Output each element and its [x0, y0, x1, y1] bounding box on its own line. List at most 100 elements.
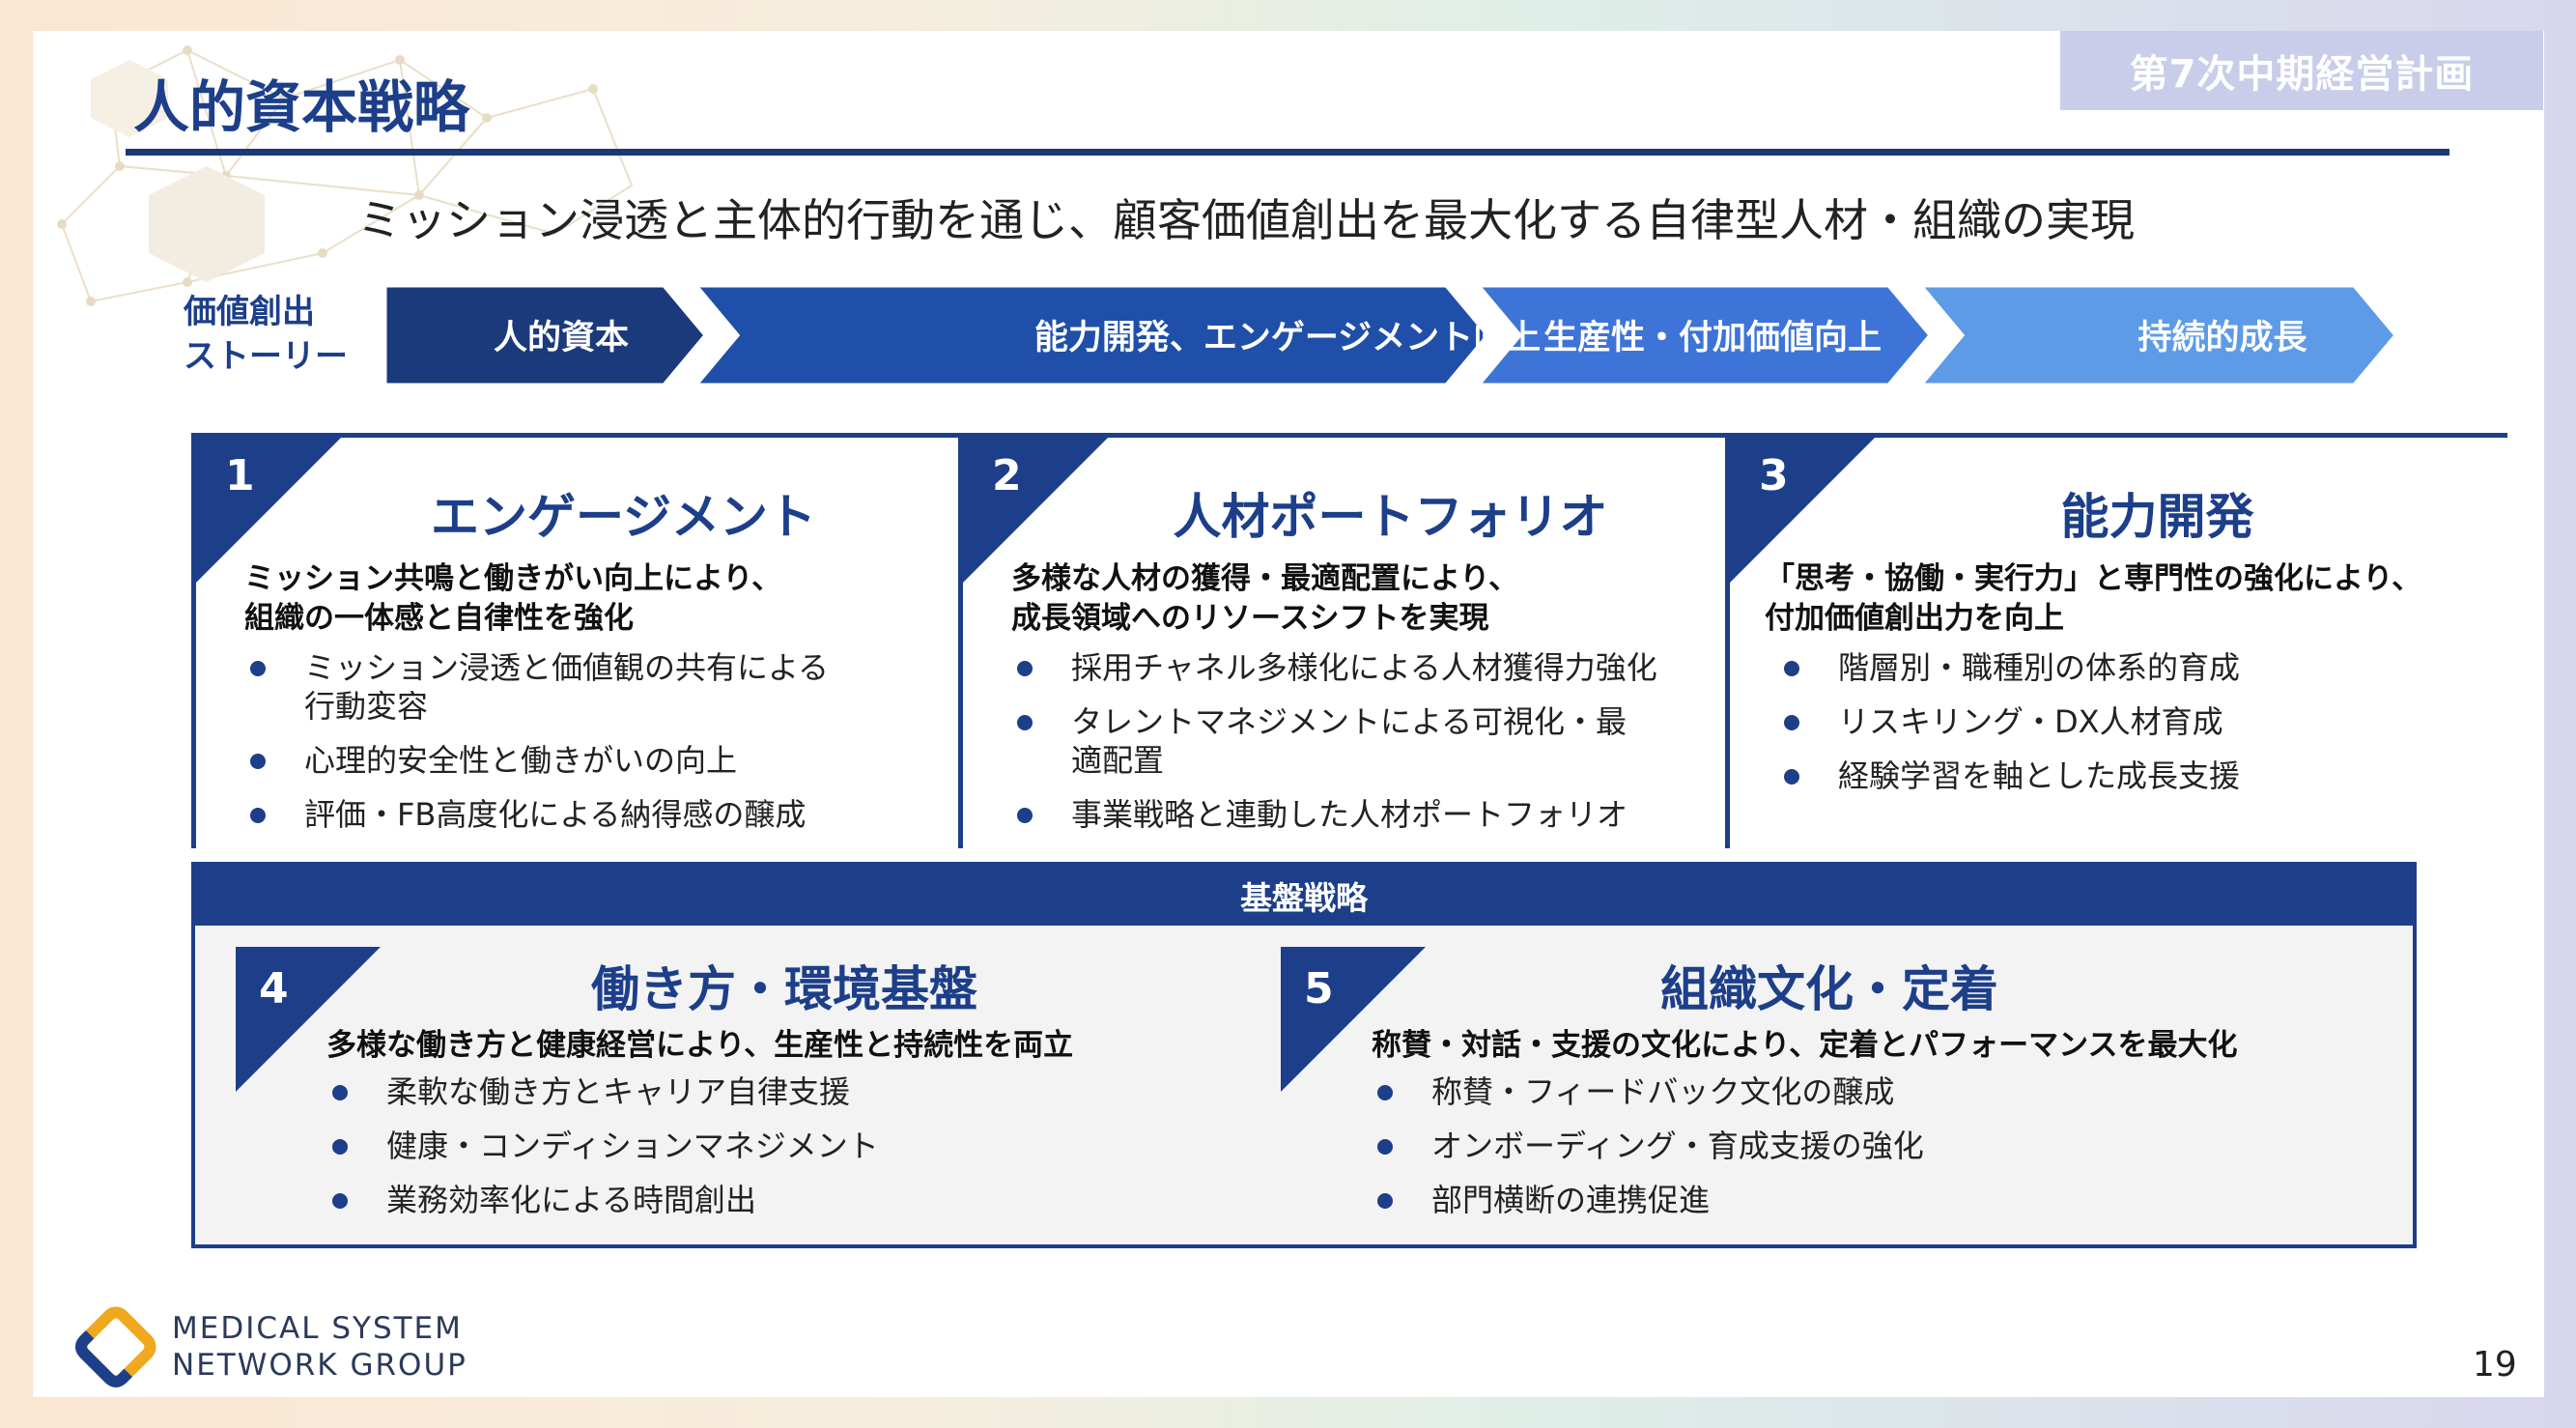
story-label: 価値創出 ストーリー: [184, 290, 348, 379]
card-number: 1: [225, 451, 255, 500]
company-name-line1: MEDICAL SYSTEM: [172, 1311, 463, 1346]
list-item-text: 階層別・職種別の体系的育成: [1838, 649, 2241, 686]
list-item-text: 評価・FB高度化による納得感の醸成: [304, 796, 807, 833]
section-number: 5: [1304, 964, 1334, 1014]
list-item: 経験学習を軸とした成長支援: [1778, 757, 2498, 795]
flow-step-label-3: 生産性・付加価値向上: [1543, 319, 1882, 357]
list-item: 採用チャネル多様化による人材獲得力強化: [1011, 648, 1731, 687]
section-bullet-list: 柔軟な働き方とキャリア自律支援 健康・コンディションマネジメント 業務効率化によ…: [326, 1072, 879, 1235]
bullet-dot-icon: [1017, 661, 1033, 676]
mission-statement: ミッション浸透と主体的行動を通じ、顧客価値創出を最大化する自律型人材・組織の実現: [357, 194, 2135, 246]
list-item-text: タレントマネジメントによる可視化・最適配置: [1071, 703, 1628, 779]
card-lead-line1: ミッション共鳴と働きがい向上により、: [244, 561, 782, 596]
story-label-line1: 価値創出: [184, 293, 315, 331]
flow-step-1: [382, 282, 718, 388]
section-bullet-list: 称賛・フィードバック文化の醸成 オンボーディング・育成支援の強化 部門横断の連携…: [1372, 1072, 1924, 1235]
company-name-line2: NETWORK GROUP: [172, 1348, 467, 1383]
plan-tag: 第7次中期経営計画: [2060, 31, 2543, 110]
list-item: 業務効率化による時間創出: [326, 1181, 879, 1219]
list-item: リスキリング・DX人材育成: [1778, 702, 2498, 741]
flow-step-label-4: 持続的成長: [2137, 319, 2307, 357]
company-logo-icon: [74, 1306, 156, 1388]
list-item: 柔軟な働き方とキャリア自律支援: [326, 1072, 879, 1111]
list-item-text: 健康・コンディションマネジメント: [386, 1128, 879, 1164]
bullet-dot-icon: [332, 1139, 348, 1155]
card-lead-line1: 「思考・協働・実行力」と専門性の強化により、: [1765, 561, 2422, 596]
list-item-text: 経験学習を軸とした成長支援: [1838, 757, 2241, 794]
list-item-text: 事業戦略と連動した人材ポートフォリオ: [1071, 796, 1628, 833]
card-bullet-list: ミッション浸透と価値観の共有による行動変容 心理的安全性と働きがいの向上 評価・…: [244, 648, 964, 849]
flow-step-3: [1463, 282, 1942, 388]
card-lead-line2: 付加価値創出力を向上: [1765, 601, 2064, 636]
card-lead: 多様な人材の獲得・最適配置により、 成長領域へのリソースシフトを実現: [1011, 559, 1721, 639]
bullet-dot-icon: [1784, 715, 1799, 730]
bullet-dot-icon: [1017, 808, 1033, 823]
bullet-dot-icon: [1017, 715, 1033, 730]
list-item: 称賛・フィードバック文化の醸成: [1372, 1072, 1924, 1111]
list-item: 階層別・職種別の体系的育成: [1778, 648, 2498, 687]
value-story-flow: 人的資本 能力開発、エンゲージメント向上 生産性・付加価値向上 持続的成長: [382, 282, 2400, 388]
list-item: オンボーディング・育成支援の強化: [1372, 1127, 1924, 1165]
network-decoration-icon: [57, 45, 634, 306]
bullet-dot-icon: [250, 754, 266, 769]
bullet-dot-icon: [332, 1085, 348, 1100]
list-item: 心理的安全性と働きがいの向上: [244, 741, 964, 780]
section-number-triangle: [1281, 947, 1426, 1092]
page-title: 人的資本戦略: [133, 74, 470, 140]
list-item: 評価・FB高度化による納得感の醸成: [244, 795, 964, 834]
card-title: 人材ポートフォリオ: [1173, 489, 1608, 545]
list-item-text: リスキリング・DX人材育成: [1838, 703, 2223, 740]
card-title: 能力開発: [2060, 489, 2254, 545]
list-item: 事業戦略と連動した人材ポートフォリオ: [1011, 795, 1731, 834]
list-item-text: ミッション浸透と価値観の共有による行動変容: [304, 649, 830, 725]
section-title: 働き方・環境基盤: [591, 961, 977, 1017]
list-item: 部門横断の連携促進: [1372, 1181, 1924, 1219]
title-divider: [126, 149, 2449, 156]
bullet-dot-icon: [332, 1193, 348, 1209]
bullet-dot-icon: [1377, 1085, 1393, 1100]
strategy-card-capability-development: 3 能力開発 「思考・協働・実行力」と専門性の強化により、 付加価値創出力を向上…: [1725, 433, 2507, 848]
card-bullet-list: 階層別・職種別の体系的育成 リスキリング・DX人材育成 経験学習を軸とした成長支…: [1778, 648, 2498, 811]
list-item-text: 部門横断の連携促進: [1431, 1182, 1711, 1218]
strategy-card-engagement: 1 エンゲージメント ミッション共鳴と働きがい向上により、 組織の一体感と自律性…: [191, 433, 974, 848]
bullet-dot-icon: [1784, 661, 1799, 676]
company-name: MEDICAL SYSTEM NETWORK GROUP: [172, 1310, 467, 1384]
section-number-triangle: [236, 947, 381, 1092]
list-item-text: 称賛・フィードバック文化の醸成: [1431, 1073, 1895, 1110]
bullet-dot-icon: [1784, 769, 1799, 785]
card-lead: ミッション共鳴と働きがい向上により、 組織の一体感と自律性を強化: [244, 559, 954, 639]
flow-step-2: [681, 282, 1500, 388]
card-number: 3: [1759, 451, 1789, 500]
section-lead: 称賛・対話・支援の文化により、定着とパフォーマンスを最大化: [1372, 1028, 2238, 1063]
bullet-dot-icon: [250, 808, 266, 823]
list-item: ミッション浸透と価値観の共有による行動変容: [244, 648, 964, 726]
card-lead: 「思考・協働・実行力」と専門性の強化により、 付加価値創出力を向上: [1765, 559, 2488, 639]
card-number-triangle: [196, 438, 341, 583]
card-number: 2: [992, 451, 1022, 500]
card-lead-line2: 成長領域へのリソースシフトを実現: [1011, 601, 1489, 636]
base-strategy-panel: 基盤戦略 4 働き方・環境基盤 多様な働き方と健康経営により、生産性と持続性を両…: [191, 862, 2417, 1248]
card-number-triangle: [1730, 438, 1875, 583]
section-lead: 多様な働き方と健康経営により、生産性と持続性を両立: [326, 1028, 1074, 1063]
card-lead-line1: 多様な人材の獲得・最適配置により、: [1011, 561, 1519, 596]
section-title: 組織文化・定着: [1660, 961, 1998, 1017]
card-lead-line2: 組織の一体感と自律性を強化: [244, 601, 634, 636]
bullet-dot-icon: [1377, 1193, 1393, 1209]
list-item-text: 柔軟な働き方とキャリア自律支援: [386, 1073, 851, 1110]
card-number-triangle: [963, 438, 1108, 583]
flow-step-label-1: 人的資本: [494, 319, 629, 357]
base-section-culture: 5 組織文化・定着 称賛・対話・支援の文化により、定着とパフォーマンスを最大化 …: [1240, 947, 2293, 1237]
list-item-text: 業務効率化による時間創出: [386, 1182, 757, 1218]
list-item-text: オンボーディング・育成支援の強化: [1431, 1128, 1924, 1164]
section-number: 4: [259, 964, 289, 1014]
card-bullet-list: 採用チャネル多様化による人材獲得力強化 タレントマネジメントによる可視化・最適配…: [1011, 648, 1731, 849]
flow-step-4: [1906, 282, 2400, 388]
strategy-card-talent-portfolio: 2 人材ポートフォリオ 多様な人材の獲得・最適配置により、 成長領域へのリソース…: [958, 433, 1741, 848]
base-section-workstyle: 4 働き方・環境基盤 多様な働き方と健康経営により、生産性と持続性を両立 柔軟な…: [195, 947, 1248, 1237]
bullet-dot-icon: [250, 661, 266, 676]
list-item: タレントマネジメントによる可視化・最適配置: [1011, 702, 1731, 780]
list-item-text: 採用チャネル多様化による人材獲得力強化: [1071, 649, 1657, 686]
base-strategy-heading: 基盤戦略: [195, 866, 2413, 926]
bullet-dot-icon: [1377, 1139, 1393, 1155]
list-item-text: 心理的安全性と働きがいの向上: [304, 742, 738, 779]
